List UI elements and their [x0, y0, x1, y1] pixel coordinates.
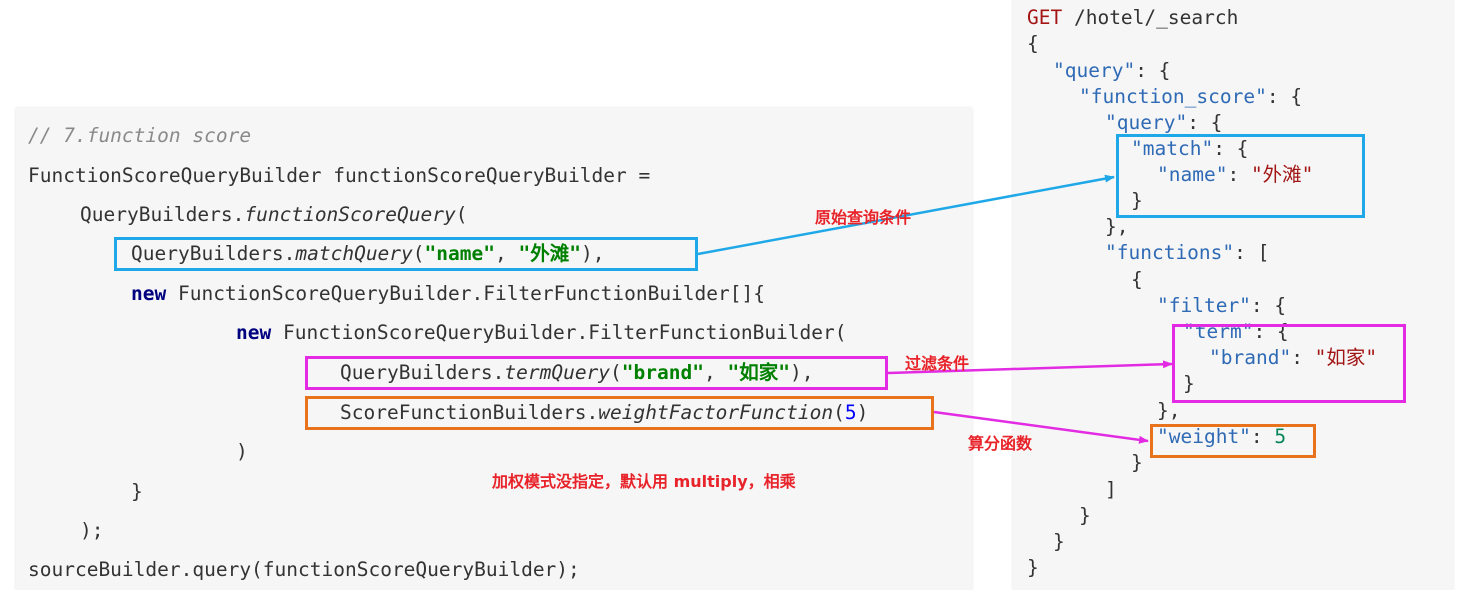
dsl-filter-line: "filter": {	[1157, 294, 1286, 318]
arrow-score-function	[933, 410, 1149, 444]
code-term-query-line: QueryBuilders.termQuery("brand", "如家"),	[340, 361, 813, 385]
code-function-score-query-line: QueryBuilders.functionScoreQuery(	[80, 203, 467, 227]
json-punct: : [	[1234, 241, 1270, 264]
annotation-boost-mode: 加权模式没指定，默认用 multiply，相乘	[492, 472, 796, 491]
dsl-query-close: },	[1105, 215, 1129, 238]
code-match-field: "name"	[424, 242, 495, 265]
json-punct: : {	[1135, 59, 1171, 82]
dsl-function-close: }	[1131, 451, 1143, 474]
code-term-open: (	[610, 361, 622, 384]
code-match-method: matchQuery	[295, 242, 413, 265]
code-weight-close: )	[856, 401, 869, 424]
java-code-panel	[16, 108, 972, 590]
code-comment: // 7.function score	[28, 124, 252, 147]
code-close-paren: )	[236, 440, 248, 463]
annotation-filter-condition: 过滤条件	[905, 354, 970, 373]
code-term-sep: ,	[703, 361, 728, 384]
dsl-function-open: {	[1131, 268, 1143, 291]
code-match-value: "外滩"	[518, 242, 581, 265]
dsl-open-brace: {	[1027, 32, 1039, 55]
dsl-match-line: "match": {	[1131, 137, 1248, 161]
dsl-weight-line: "weight": 5	[1157, 425, 1286, 449]
dsl-root-close: }	[1027, 556, 1039, 579]
weight-json-highlight-box	[1150, 424, 1316, 458]
code-weight-open: (	[833, 401, 845, 424]
annotation-score-function: 算分函数	[968, 434, 1033, 453]
code-match-sep: ,	[494, 242, 519, 265]
json-key-functions: "functions"	[1105, 241, 1235, 264]
json-punct: :	[1227, 163, 1251, 186]
json-punct: : {	[1266, 85, 1303, 108]
code-new-keyword: new	[236, 321, 272, 344]
code-qb-prefix: QueryBuilders.	[80, 203, 245, 226]
code-array-ctor: FunctionScoreQueryBuilder.FilterFunction…	[166, 282, 765, 305]
request-path: /hotel/_search	[1062, 6, 1239, 29]
json-key-match: "match"	[1131, 137, 1214, 160]
json-value-weight: 5	[1274, 425, 1287, 448]
json-key-weight: "weight"	[1157, 425, 1251, 448]
json-value-name: "外滩"	[1250, 163, 1314, 186]
json-punct: :	[1291, 346, 1315, 369]
json-key-query: "query"	[1105, 111, 1188, 134]
dsl-query-line: "query": {	[1053, 59, 1170, 83]
code-match-open: (	[412, 242, 425, 265]
code-source-builder-line: sourceBuilder.query(functionScoreQueryBu…	[28, 558, 580, 581]
dsl-brand-line: "brand": "如家"	[1209, 346, 1377, 370]
code-close-paren-semicolon: );	[80, 519, 104, 542]
code-new-keyword: new	[131, 282, 167, 305]
arrow-original-query	[697, 174, 1115, 256]
json-punct: :	[1250, 425, 1275, 448]
code-item-ctor: FunctionScoreQueryBuilder.FilterFunction…	[271, 321, 847, 344]
code-close-brace: }	[131, 480, 143, 503]
code-term-value: "如家"	[727, 361, 790, 384]
dsl-query-outer-close: }	[1053, 530, 1065, 553]
dsl-match-close: }	[1131, 189, 1143, 212]
json-punct: : {	[1187, 111, 1223, 134]
dsl-functions-line: "functions": [	[1105, 241, 1269, 265]
term-query-highlight-box	[305, 356, 888, 390]
code-weight-prefix: ScoreFunctionBuilders.	[340, 401, 599, 424]
code-match-prefix: QueryBuilders.	[131, 242, 296, 265]
term-json-highlight-box	[1172, 324, 1406, 403]
code-term-prefix: QueryBuilders.	[340, 361, 505, 384]
dsl-functions-close: ]	[1105, 478, 1117, 501]
json-key-query: "query"	[1053, 59, 1136, 82]
dsl-request-panel	[1013, 0, 1453, 590]
json-key-name: "name"	[1157, 163, 1228, 186]
code-fsq-paren: (	[455, 203, 468, 226]
code-weight-value: 5	[844, 401, 857, 424]
dsl-function-score-line: "function_score": {	[1079, 85, 1302, 109]
code-match-query-line: QueryBuilders.matchQuery("name", "外滩"),	[131, 242, 604, 266]
json-key-brand: "brand"	[1209, 346, 1292, 369]
code-weight-function-line: ScoreFunctionBuilders.weightFactorFuncti…	[340, 401, 868, 425]
dsl-request-line: GET /hotel/_search	[1027, 6, 1238, 30]
code-weight-method: weightFactorFunction	[598, 401, 834, 424]
code-filter-item-line: new FunctionScoreQueryBuilder.FilterFunc…	[236, 321, 847, 345]
code-builder-declaration: FunctionScoreQueryBuilder functionScoreQ…	[28, 164, 651, 187]
code-term-close: ),	[789, 361, 814, 384]
code-filter-array-line: new FunctionScoreQueryBuilder.FilterFunc…	[131, 282, 765, 306]
code-match-close: ),	[580, 242, 605, 265]
weight-function-highlight-box	[305, 396, 934, 430]
json-key-filter: "filter"	[1157, 294, 1251, 317]
match-query-highlight-box	[114, 237, 698, 271]
json-punct: : {	[1213, 137, 1249, 160]
code-term-method: termQuery	[504, 361, 611, 384]
code-fsq-method: functionScoreQuery	[244, 203, 456, 226]
dsl-term-close: }	[1183, 372, 1195, 395]
dsl-name-line: "name": "外滩"	[1157, 163, 1313, 187]
http-method: GET	[1027, 6, 1063, 29]
code-term-field: "brand"	[621, 361, 704, 384]
json-punct: : {	[1250, 294, 1287, 317]
arrow-filter-condition	[887, 360, 1173, 375]
json-punct: : {	[1253, 320, 1289, 343]
dsl-function-score-close: }	[1079, 504, 1091, 527]
dsl-filter-close: },	[1157, 399, 1181, 422]
json-value-brand: "如家"	[1314, 346, 1378, 369]
json-key-function-score: "function_score"	[1079, 85, 1267, 108]
annotation-original-query: 原始查询条件	[815, 208, 912, 227]
match-json-highlight-box	[1116, 134, 1365, 218]
dsl-inner-query-line: "query": {	[1105, 111, 1222, 135]
